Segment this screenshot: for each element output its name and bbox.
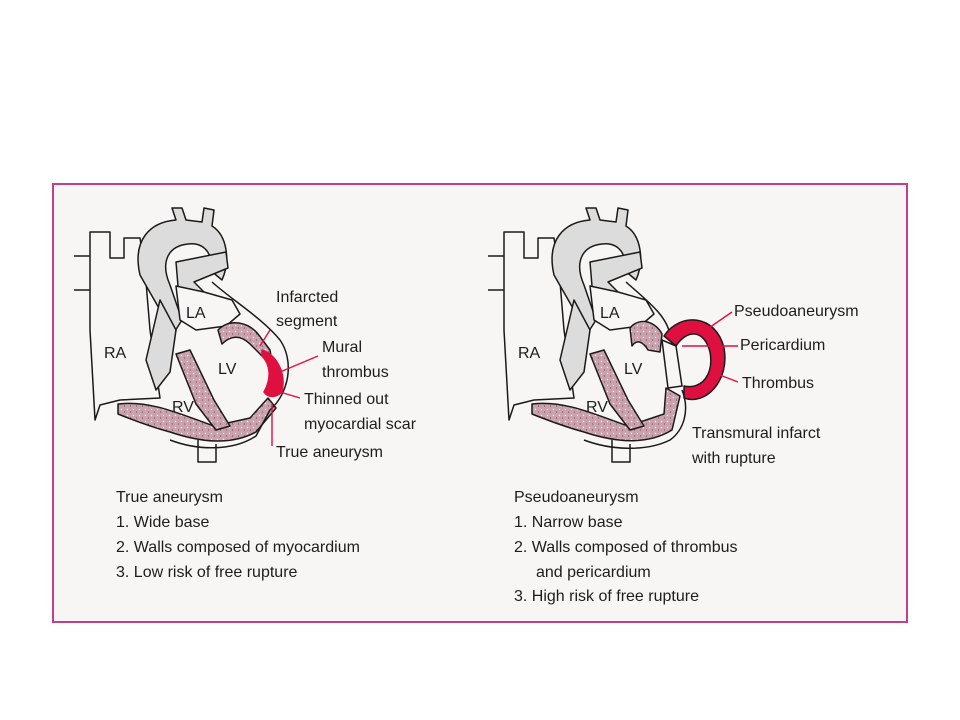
right-apex-stub <box>611 440 631 463</box>
right-left-atrium <box>589 285 655 331</box>
left-pointers <box>259 329 319 446</box>
label-transmural-1: Transmural infarct <box>692 425 821 442</box>
right-lv-wall <box>629 320 663 353</box>
label-pseudoaneurysm: Pseudoaneurysm <box>734 303 859 320</box>
right-lv-label: LV <box>624 361 643 378</box>
right-caption-line2a: 2. Walls composed of thrombus <box>514 539 738 556</box>
label-transmural-2: with rupture <box>691 450 776 467</box>
left-epicardium <box>169 281 290 449</box>
right-heart <box>488 207 726 463</box>
right-pseudoaneurysm-sac <box>663 319 726 401</box>
label-thrombus: Thrombus <box>742 375 814 392</box>
pointer-thrombus <box>711 371 739 383</box>
left-lv-label: LV <box>218 361 237 378</box>
pointer-mural <box>279 355 319 373</box>
right-caption-line3: 3. High risk of free rupture <box>514 588 699 605</box>
label-mural-2: thrombus <box>322 364 389 381</box>
right-outflow <box>559 299 591 391</box>
right-rv-label: RV <box>586 399 608 416</box>
left-apex-stub <box>197 440 217 463</box>
right-ra-label: RA <box>518 345 541 362</box>
left-caption-line1: 1. Wide base <box>116 514 209 531</box>
left-caption-title: True aneurysm <box>116 489 223 506</box>
label-infarcted-1: Infarcted <box>276 289 338 306</box>
right-caption-line2b: and pericardium <box>536 564 651 581</box>
left-caption-line2: 2. Walls composed of myocardium <box>116 539 360 556</box>
pointer-pseudoaneurysm <box>699 311 733 335</box>
right-lv-inferior-wall <box>531 387 681 442</box>
label-pericardium: Pericardium <box>740 337 825 354</box>
left-caption-line3: 3. Low risk of free rupture <box>116 564 298 581</box>
left-rv-label: RV <box>172 399 194 416</box>
left-la-label: LA <box>186 305 206 322</box>
right-sac-neck <box>661 339 683 389</box>
right-caption-line1: 1. Narrow base <box>514 514 623 531</box>
label-mural-1: Mural <box>322 339 362 356</box>
left-septum <box>175 349 231 431</box>
left-outflow <box>145 299 177 391</box>
label-thinned-2: myocardial scar <box>304 416 417 433</box>
diagram-frame <box>52 183 908 623</box>
left-ra-label: RA <box>104 345 127 362</box>
left-lv-inferior-wall <box>117 397 277 442</box>
right-pointers <box>682 311 739 383</box>
right-la-label: LA <box>600 305 620 322</box>
left-heart <box>74 207 290 463</box>
pointer-infarcted <box>259 329 271 347</box>
right-septum <box>589 349 645 431</box>
label-infarcted-2: segment <box>276 313 338 330</box>
label-true-aneurysm: True aneurysm <box>276 444 383 461</box>
label-thinned-1: Thinned out <box>304 391 389 408</box>
right-caption-title: Pseudoaneurysm <box>514 489 639 506</box>
pointer-thinned <box>279 391 301 399</box>
left-mural-thrombus <box>261 349 284 398</box>
left-left-atrium <box>175 285 241 331</box>
